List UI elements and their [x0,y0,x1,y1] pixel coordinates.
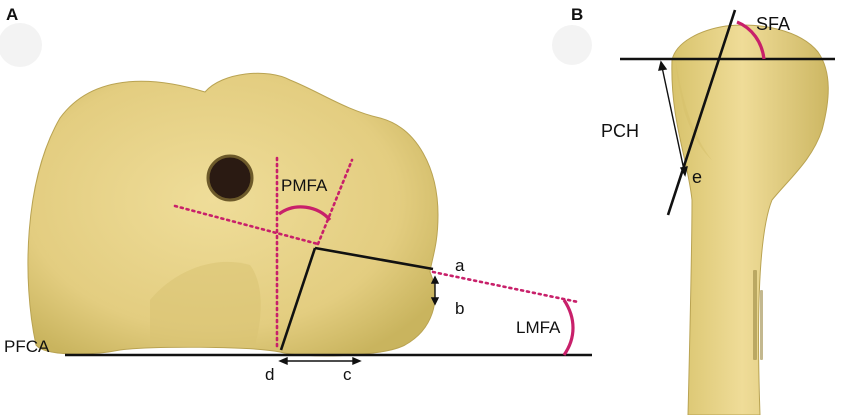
corner-marker-circle-b [552,25,592,65]
panel-a-label: A [6,5,18,24]
solid-lines-b [620,9,835,216]
intercondylar-notch-shading [150,261,261,348]
panel-b-label: B [571,5,583,24]
dc-arrow-head-left [278,356,288,366]
engraving-marks [753,270,763,360]
pmfa-label: PMFA [281,176,328,195]
pch-arrow-line [661,66,685,171]
point-a-label: a [455,256,465,275]
sfa-arc [736,20,766,60]
corner-marker-circle [0,23,42,67]
femoral-condyles-shape [27,72,439,357]
pch-arrow-head-bottom [679,166,688,177]
pch-arrow [658,60,688,177]
angle-arcs-a [278,205,575,356]
lmfa-label: LMFA [516,318,561,337]
pfca-label: PFCA [4,337,50,356]
shaft-axis-line [666,9,737,216]
dotted-reference-lines [173,156,580,352]
lmfa-arc [562,299,575,356]
pmfa-arc [278,205,332,222]
sfa-label: SFA [756,14,790,34]
point-e-label: e [692,167,702,187]
posterior-dotted-line [173,204,320,246]
point-b-label: b [455,299,464,318]
point-d-label: d [265,365,274,384]
ab-arrow-head-up [430,275,440,284]
solid-measure-lines [65,246,592,357]
point-c-label: c [343,365,352,384]
panel-b: B SFA PCH e [552,5,835,416]
panel-a: A [0,5,592,384]
lateral-dotted-line [431,270,580,304]
arrows-a [278,275,440,366]
condyle-width-line [314,246,434,271]
drill-hole [206,154,254,202]
pmfa-dotted-ray [316,158,354,246]
pch-label: PCH [601,121,639,141]
condyle-depth-line [279,247,317,351]
bone-lateral-shape [671,24,829,416]
ab-arrow-head-down [430,297,440,306]
dc-arrow-head-right [352,356,362,366]
pch-arrow-head-top [658,60,668,71]
